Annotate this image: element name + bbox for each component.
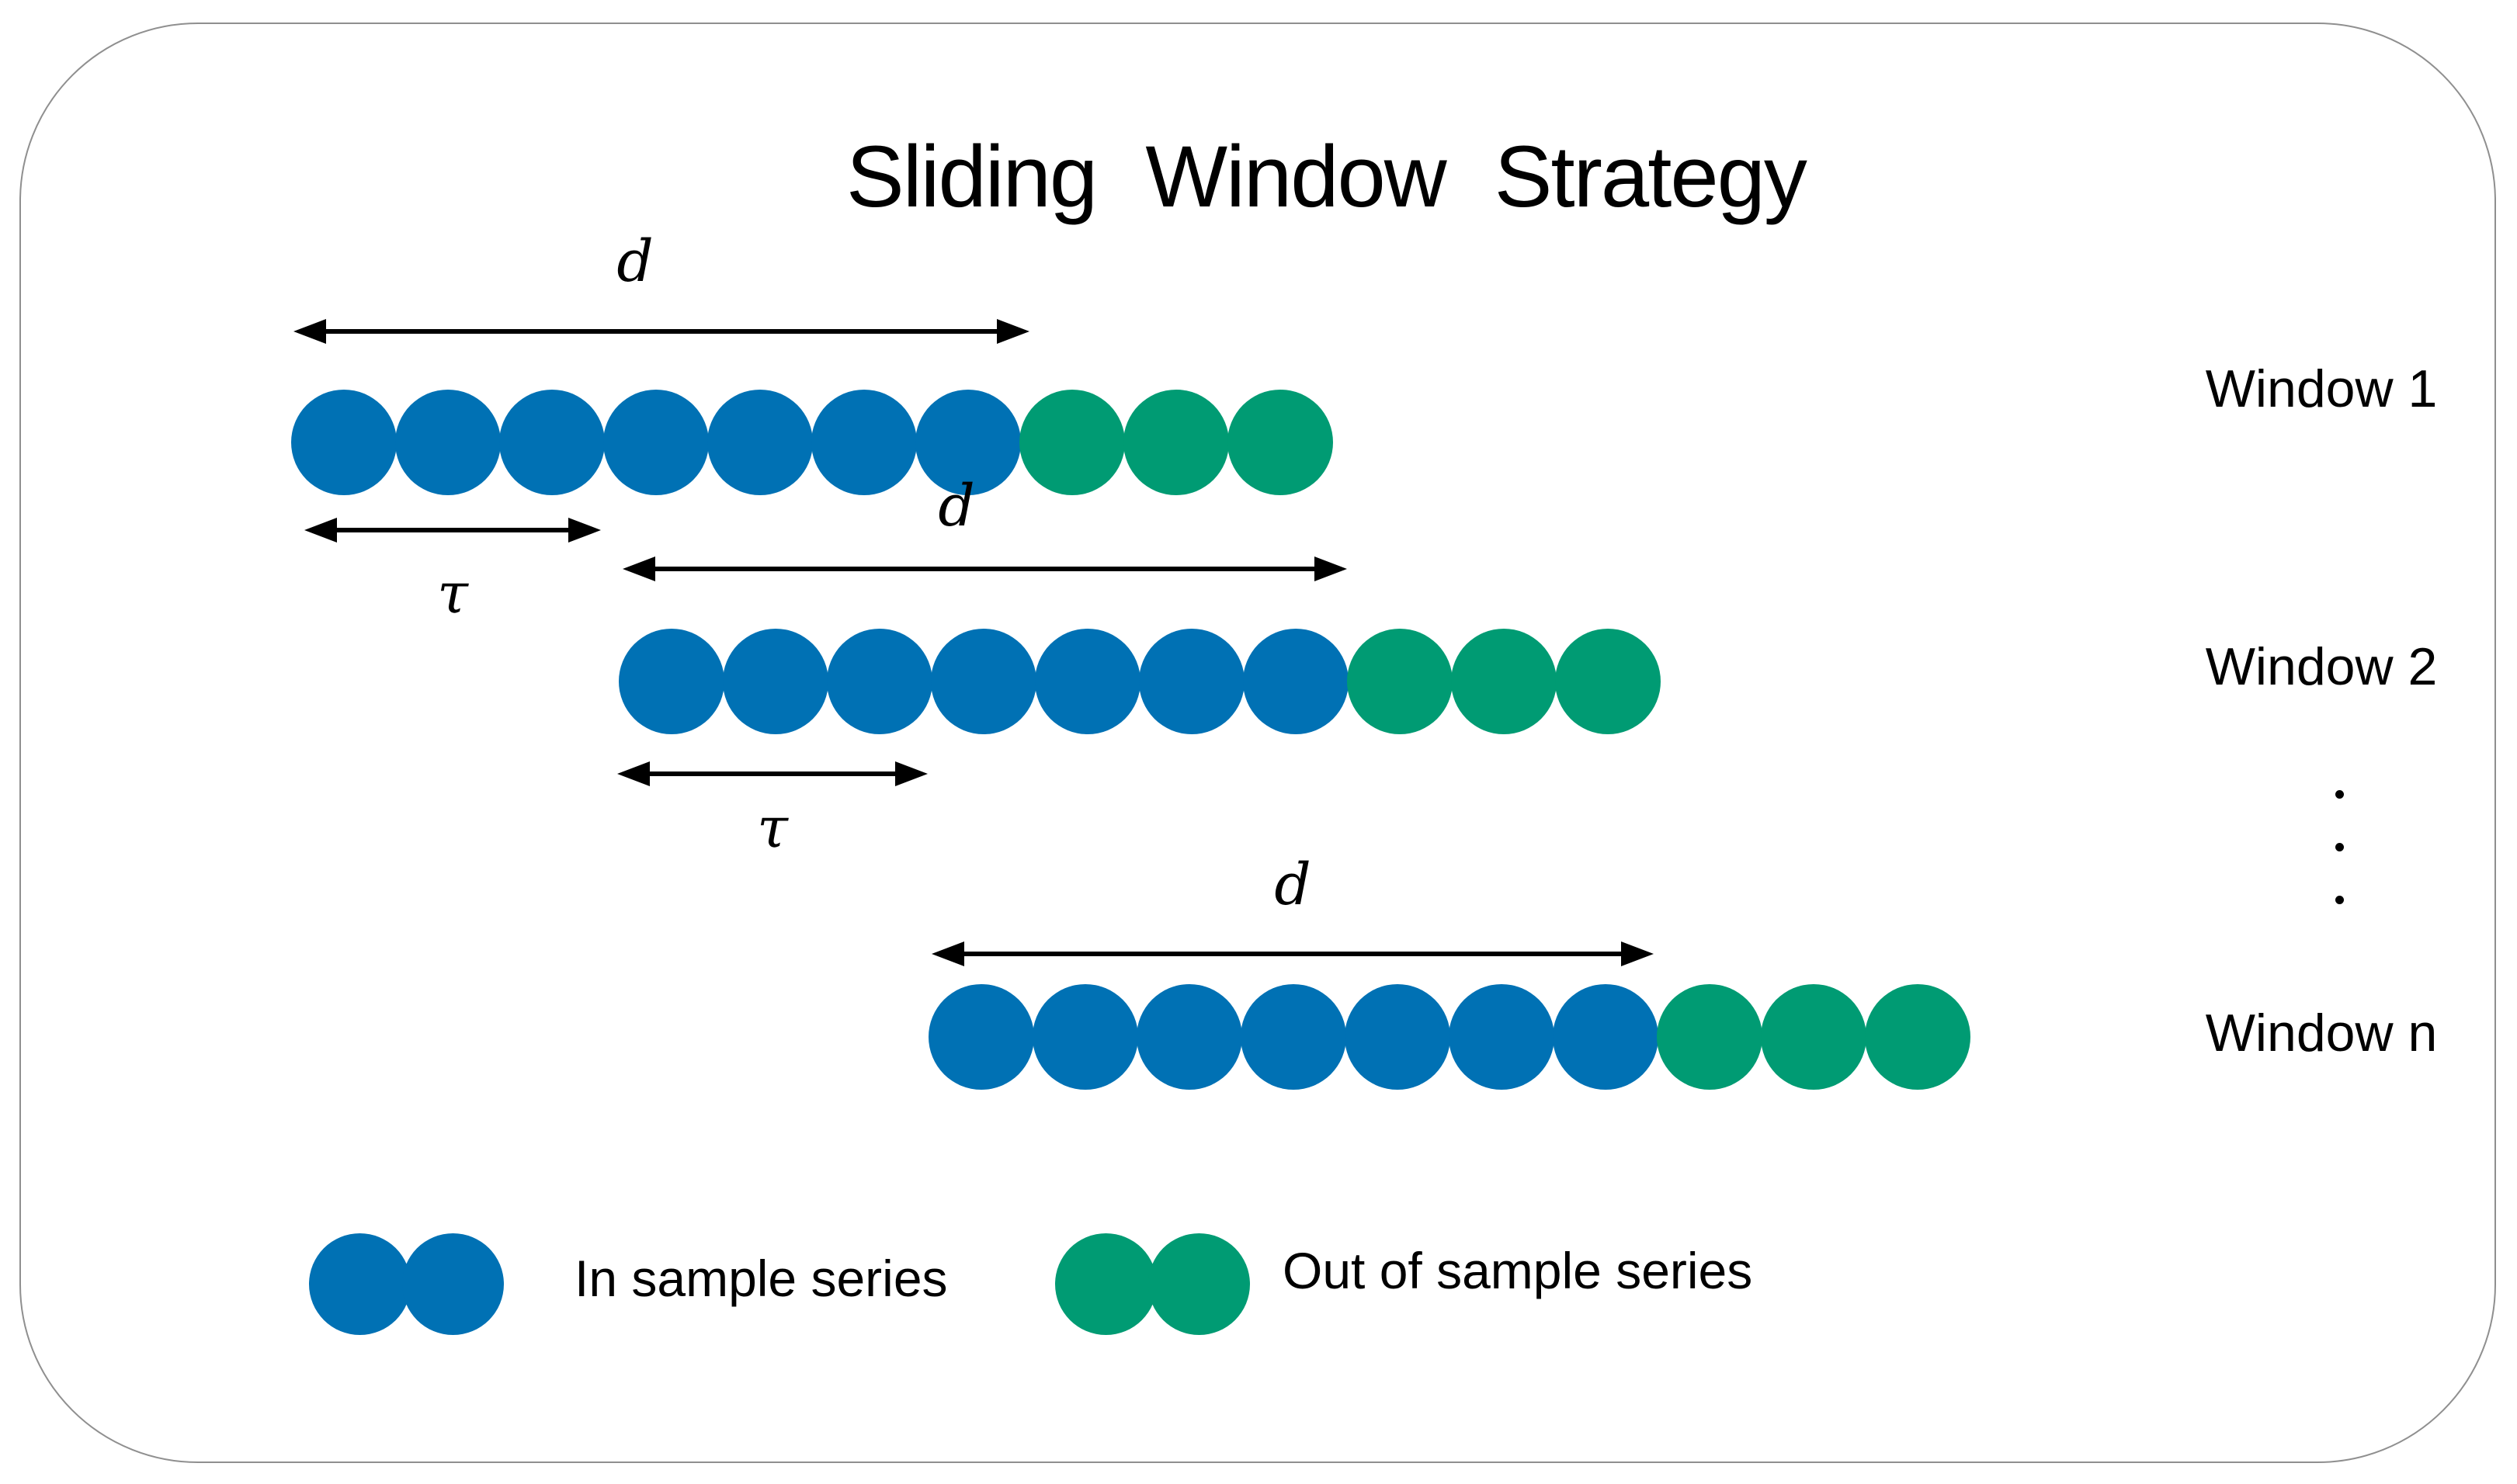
sample-series-row	[619, 629, 1661, 734]
in-sample-circle	[1137, 984, 1242, 1090]
in-sample-circle	[811, 390, 917, 495]
continuation-dots	[2335, 790, 2344, 904]
arrow-line	[646, 567, 1324, 571]
out-of-sample-circle	[1347, 629, 1453, 734]
out-of-sample-circle	[1657, 984, 1762, 1090]
slide-border	[19, 23, 2496, 1463]
in-sample-circle	[395, 390, 501, 495]
duration-arrow	[293, 319, 1029, 344]
out-of-sample-circle	[1451, 629, 1557, 734]
arrow-line	[328, 528, 578, 532]
in-sample-circle	[1345, 984, 1450, 1090]
sample-series-row	[929, 984, 1970, 1090]
in-sample-circle	[1553, 984, 1658, 1090]
legend-label-in-sample: In sample series	[575, 1250, 948, 1307]
shift-label: τ	[757, 795, 788, 860]
in-sample-circle	[931, 629, 1036, 734]
in-sample-circle	[1139, 629, 1245, 734]
out-of-sample-circle	[1055, 1233, 1157, 1335]
in-sample-circle	[1033, 984, 1138, 1090]
out-of-sample-circle	[1555, 629, 1661, 734]
arrow-line	[641, 771, 904, 776]
duration-arrow	[623, 556, 1347, 581]
window-label: Window 2	[2205, 637, 2438, 696]
in-sample-circle	[1243, 629, 1349, 734]
duration-label: d	[616, 228, 654, 295]
continuation-dot	[2335, 790, 2344, 799]
in-sample-circle	[1449, 984, 1554, 1090]
legend-swatch-out-of-sample	[1055, 1233, 1250, 1335]
out-of-sample-circle	[1761, 984, 1866, 1090]
in-sample-circle	[723, 629, 828, 734]
continuation-dot	[2335, 896, 2344, 904]
duration-arrow	[932, 941, 1654, 966]
in-sample-circle	[603, 390, 709, 495]
out-of-sample-circle	[1227, 390, 1333, 495]
out-of-sample-circle	[1148, 1233, 1250, 1335]
out-of-sample-circle	[1019, 390, 1125, 495]
in-sample-circle	[827, 629, 932, 734]
window-label: Window n	[2205, 1004, 2438, 1063]
in-sample-circle	[499, 390, 605, 495]
out-of-sample-circle	[1123, 390, 1229, 495]
window-label: Window 1	[2205, 359, 2438, 418]
in-sample-circle	[1241, 984, 1346, 1090]
legend-swatch-in-sample	[309, 1233, 504, 1335]
out-of-sample-circle	[1865, 984, 1970, 1090]
arrow-line	[955, 952, 1630, 956]
in-sample-circle	[309, 1233, 411, 1335]
in-sample-circle	[707, 390, 813, 495]
shift-label: τ	[437, 560, 468, 626]
arrow-line	[317, 329, 1006, 334]
in-sample-circle	[915, 390, 1021, 495]
continuation-dot	[2335, 843, 2344, 851]
shift-arrow	[617, 761, 928, 786]
duration-label: d	[1274, 851, 1311, 918]
in-sample-circle	[402, 1233, 504, 1335]
in-sample-circle	[619, 629, 724, 734]
shift-arrow	[304, 518, 601, 543]
duration-label: d	[938, 473, 975, 539]
legend-label-out-of-sample: Out of sample series	[1283, 1242, 1753, 1299]
page-title: Sliding Window Strategy	[846, 128, 1807, 225]
in-sample-circle	[1035, 629, 1140, 734]
in-sample-circle	[929, 984, 1034, 1090]
sample-series-row	[291, 390, 1333, 495]
in-sample-circle	[291, 390, 397, 495]
